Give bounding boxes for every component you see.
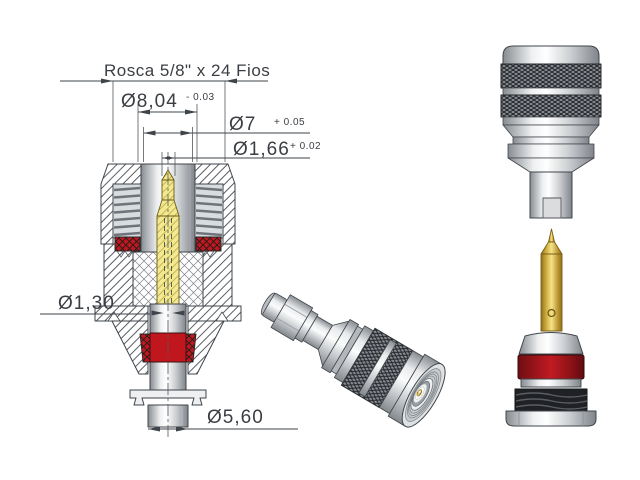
cross-section-view (94, 152, 242, 437)
bottom-flange (129, 389, 207, 406)
dim-7-tolerance: + 0.05 (274, 117, 305, 128)
arrow (167, 156, 175, 160)
thread-line (515, 404, 588, 410)
face-thread-ring (407, 371, 439, 419)
shell-cone-left (111, 320, 149, 375)
exploded-washer (520, 378, 582, 388)
pin-glint (418, 390, 421, 393)
flange-right (187, 305, 242, 322)
arrow (180, 130, 193, 136)
body-base-ring (502, 116, 600, 126)
dim-130-label: Ø1,30 (58, 293, 115, 314)
dim-thread-label: Rosca 5/8" x 24 Fios (104, 61, 270, 80)
seal-ring-left (114, 236, 141, 252)
knurl-gap-ring (358, 339, 397, 398)
face-thread-ring (408, 373, 438, 416)
dim-7-label: Ø7 (229, 114, 256, 135)
seal-ring-right (195, 236, 222, 252)
knurled-band-lower (500, 94, 602, 118)
arrow (138, 109, 150, 115)
pin-barrel (540, 253, 563, 332)
knurl-divider-ring (502, 87, 600, 96)
mating-face (401, 363, 446, 428)
dim-166-label: Ø1,66 (233, 139, 290, 160)
dimension-annotations: Rosca 5/8" x 24 Fios Ø8,04 - 0.03 Ø7 + 0… (40, 61, 321, 432)
arrow (185, 109, 197, 115)
dim-166-tolerance: + 0.02 (290, 141, 321, 152)
hex-nut-body (505, 410, 597, 427)
dim-560-label: Ø5,60 (207, 407, 264, 428)
thread-crests (113, 186, 223, 237)
dim-560: Ø5,60 (148, 407, 298, 432)
dim-166: Ø1,66 + 0.02 (161, 139, 321, 176)
body-key-notch (542, 197, 562, 219)
exploded-insulator-cap (518, 332, 584, 355)
dim-7: Ø7 + 0.05 (143, 114, 310, 162)
arrow (151, 310, 164, 316)
arrow (148, 426, 160, 432)
dim-804-tolerance: - 0.03 (186, 92, 215, 103)
exploded-view (500, 45, 602, 427)
hex-facet-line (276, 317, 300, 332)
exploded-red-gasket (517, 354, 585, 380)
knurled-band-upper (500, 63, 602, 89)
seal-teeth-left (116, 250, 134, 258)
exploded-threaded-base (514, 388, 588, 412)
arrow (172, 310, 185, 316)
exploded-body (500, 45, 602, 219)
thread-line (515, 398, 588, 404)
dim-804-label: Ø8,04 (121, 91, 178, 112)
thread-line (515, 392, 588, 398)
hex-facet-line (284, 303, 308, 318)
pin-bore-dashed-lines (164, 218, 172, 332)
pin-tip (548, 228, 555, 243)
pin-solder-hole (547, 308, 556, 318)
isometric-view (260, 292, 446, 428)
body-collar (507, 143, 595, 159)
arrow (101, 78, 113, 84)
dim-804: Ø8,04 - 0.03 (121, 91, 215, 162)
shell-cone-right (187, 320, 225, 375)
arrow (225, 78, 237, 84)
exploded-hex-nut (505, 410, 597, 427)
arrow (176, 426, 188, 432)
body-shoulder (502, 124, 600, 138)
body-neck (512, 136, 590, 145)
dim-130: Ø1,30 (40, 293, 185, 316)
body-top-cap (502, 45, 600, 65)
pin-taper (540, 241, 563, 255)
exploded-center-pin (540, 228, 563, 332)
arrow (143, 130, 156, 136)
body-chamfer (507, 157, 595, 173)
dim-thread: Rosca 5/8" x 24 Fios (60, 61, 270, 162)
